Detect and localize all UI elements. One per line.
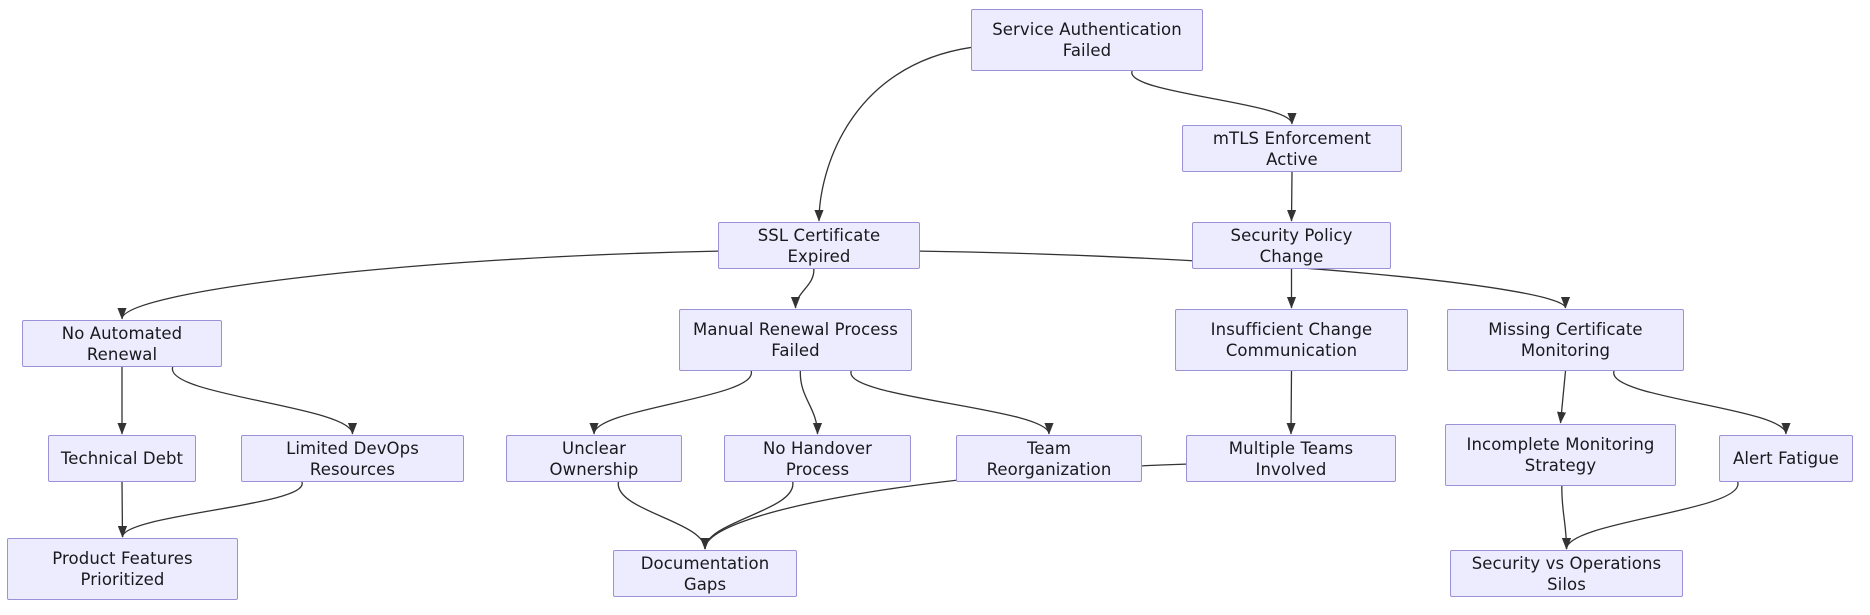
node-label: Multiple Teams Involved <box>1228 438 1354 479</box>
flowchart-node-security-vs-operations-silos[interactable]: Security vs Operations Silos <box>1450 550 1683 597</box>
node-label: Technical Debt <box>60 449 184 468</box>
node-label: Documentation Gaps <box>640 553 770 594</box>
flowchart-node-documentation-gaps[interactable]: Documentation Gaps <box>613 550 797 597</box>
node-label: No Handover Process <box>762 438 873 479</box>
node-label: Insufficient Change Communication <box>1210 320 1373 360</box>
node-label: Security vs Operations Silos <box>1471 553 1662 594</box>
flowchart-node-no-automated-renewal[interactable]: No Automated Renewal <box>22 320 222 367</box>
flowchart-node-insufficient-change-communication[interactable]: Insufficient Change Communication <box>1175 309 1408 371</box>
flowchart-node-service-authentication-failed[interactable]: Service Authentication Failed <box>971 9 1203 71</box>
node-label: Security Policy Change <box>1230 225 1353 266</box>
flowchart-node-technical-debt[interactable]: Technical Debt <box>48 435 196 482</box>
node-label: Product Features Prioritized <box>52 549 193 589</box>
node-label: Limited DevOps Resources <box>286 438 419 479</box>
flowchart-node-limited-devops-resources[interactable]: Limited DevOps Resources <box>241 435 464 482</box>
flowchart-node-incomplete-monitoring-strategy[interactable]: Incomplete Monitoring Strategy <box>1445 424 1676 486</box>
flowchart-node-security-policy-change[interactable]: Security Policy Change <box>1192 222 1391 269</box>
flowchart-node-ssl-certificate-expired[interactable]: SSL Certificate Expired <box>718 222 920 269</box>
flowchart-node-no-handover-process[interactable]: No Handover Process <box>724 435 911 482</box>
flowchart-node-unclear-ownership[interactable]: Unclear Ownership <box>506 435 682 482</box>
node-label: Manual Renewal Process Failed <box>693 320 898 360</box>
node-label: Incomplete Monitoring Strategy <box>1466 435 1655 475</box>
flowchart-node-mtls-enforcement-active[interactable]: mTLS Enforcement Active <box>1182 125 1402 172</box>
node-label: Missing Certificate Monitoring <box>1488 320 1643 360</box>
flowchart-node-alert-fatigue[interactable]: Alert Fatigue <box>1719 435 1853 482</box>
node-label: Alert Fatigue <box>1732 449 1840 468</box>
flowchart-node-manual-renewal-process-failed[interactable]: Manual Renewal Process Failed <box>679 309 912 371</box>
node-label: Unclear Ownership <box>549 438 639 479</box>
flowchart-node-team-reorganization[interactable]: Team Reorganization <box>956 435 1142 482</box>
node-label: No Automated Renewal <box>61 323 183 364</box>
node-label: SSL Certificate Expired <box>757 225 881 266</box>
node-label: mTLS Enforcement Active <box>1212 128 1372 169</box>
flowchart-node-missing-certificate-monitoring[interactable]: Missing Certificate Monitoring <box>1447 309 1684 371</box>
node-label: Team Reorganization <box>986 438 1112 479</box>
flowchart-node-product-features-prioritized[interactable]: Product Features Prioritized <box>7 538 238 600</box>
node-label: Service Authentication Failed <box>992 20 1182 60</box>
flowchart-node-multiple-teams-involved[interactable]: Multiple Teams Involved <box>1186 435 1396 482</box>
